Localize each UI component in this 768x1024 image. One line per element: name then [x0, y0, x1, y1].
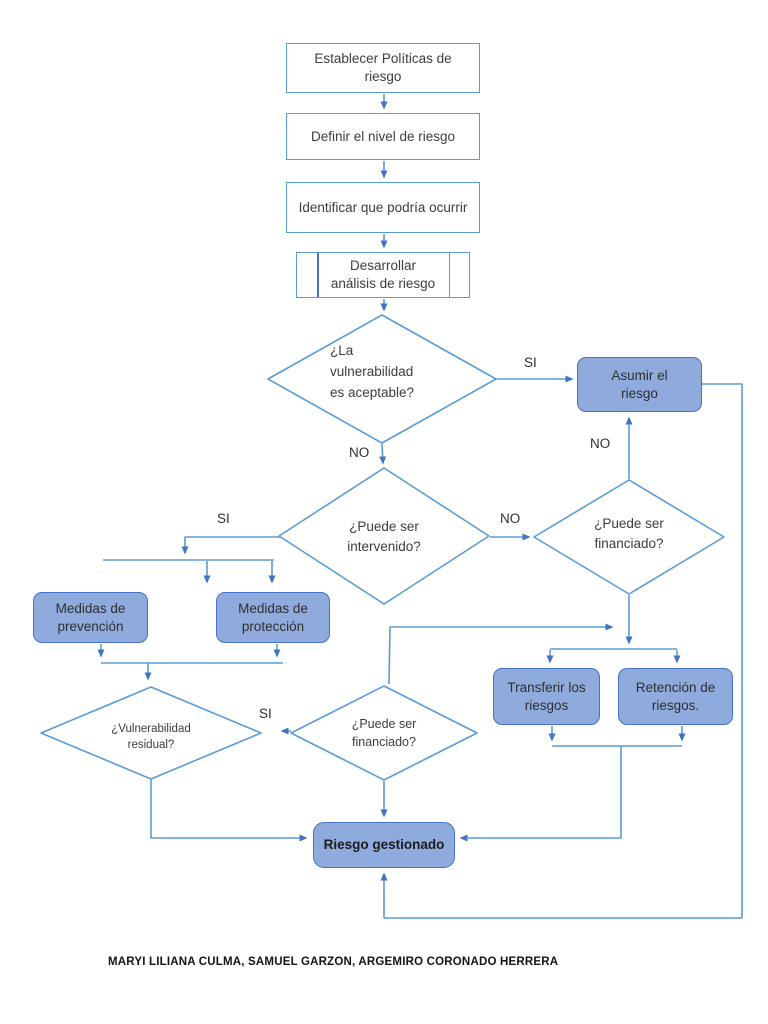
decision-vulnerabilidad-aceptable: [267, 314, 497, 444]
edge-label-si-intervenido: SI: [217, 511, 230, 526]
decision-puede-ser-financiado-inferior: [290, 685, 478, 781]
edge-label-no-financiado: NO: [590, 436, 611, 451]
decision-label-puede-ser-intervenido: ¿Puede ser intervenido?: [347, 519, 421, 554]
process-label: Identificar que podría ocurrir: [298, 199, 468, 215]
action-label: Medidas de prevención: [55, 600, 126, 634]
action-label: Asumir el riesgo: [611, 367, 668, 401]
action-retencion-riesgos: Retención de riesgos.: [618, 668, 733, 725]
decision-puede-ser-intervenido: [278, 467, 490, 605]
predefined-process-right-bar: [449, 253, 450, 297]
edge-label-si-aceptable: SI: [524, 355, 537, 370]
action-medidas-proteccion: Medidas de protección: [216, 592, 330, 643]
process-label: Desarrollar análisis de riesgo: [330, 258, 436, 291]
decision-puede-ser-financiado-superior: [533, 479, 725, 595]
terminal-riesgo-gestionado: Riesgo gestionado: [313, 822, 455, 868]
action-label: Retención de riesgos.: [635, 679, 716, 713]
action-medidas-prevencion: Medidas de prevención: [33, 592, 148, 643]
edge-label-no-intervenido: NO: [500, 511, 521, 526]
decision-label-vulnerabilidad-aceptable: ¿La vulnerabilidad es aceptable?: [330, 343, 415, 400]
edge-label-no-aceptable: NO: [349, 445, 370, 460]
process-establecer-politicas: Establecer Políticas de riesgo: [286, 43, 480, 93]
terminal-label: Riesgo gestionado: [323, 837, 445, 852]
decision-label-puede-ser-financiado-inferior: ¿Puede ser financiado?: [351, 717, 417, 749]
process-label: Establecer Políticas de riesgo: [314, 51, 452, 84]
action-transferir-riesgos: Transferir los riesgos: [493, 668, 600, 725]
action-asumir-riesgo: Asumir el riesgo: [577, 357, 702, 412]
process-definir-nivel: Definir el nivel de riesgo: [286, 113, 480, 160]
decision-label-puede-ser-financiado-superior: ¿Puede ser financiado?: [594, 516, 664, 551]
predefined-process-desarrollar-analisis: Desarrollar análisis de riesgo: [296, 252, 470, 298]
action-label: Transferir los riesgos: [507, 679, 586, 713]
process-identificar-ocurrir: Identificar que podría ocurrir: [286, 182, 480, 233]
action-label: Medidas de protección: [238, 600, 308, 634]
process-label: Definir el nivel de riesgo: [310, 128, 456, 144]
decision-label-vulnerabilidad-residual: ¿Vulnerabilidad residual?: [111, 723, 191, 751]
decision-vulnerabilidad-residual: [40, 686, 262, 780]
edge-label-si-residual: SI: [259, 706, 272, 721]
predefined-process-left-bar: [317, 253, 319, 297]
flow-arrows: [97, 94, 743, 919]
authors-line: MARYI LILIANA CULMA, SAMUEL GARZON, ARGE…: [108, 956, 559, 968]
